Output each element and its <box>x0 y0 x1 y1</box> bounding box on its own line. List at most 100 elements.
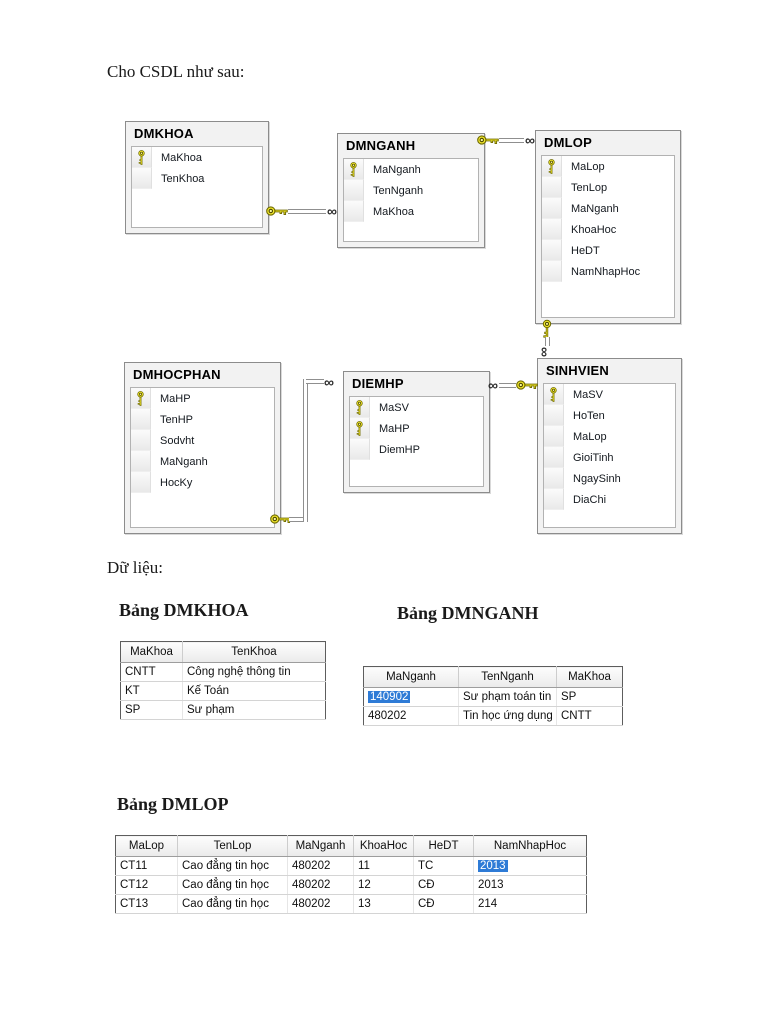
grid-cell[interactable]: CĐ <box>413 875 474 895</box>
er-field-row[interactable]: MaLop <box>542 156 674 177</box>
grid-cell[interactable]: CĐ <box>413 894 474 914</box>
relationship-line <box>499 137 525 143</box>
column-header[interactable]: HeDT <box>413 835 474 857</box>
er-field-row[interactable]: HocKy <box>131 472 274 493</box>
grid-cell[interactable]: KT <box>120 681 183 701</box>
grid-cell[interactable]: Cao đẳng tin học <box>177 875 288 895</box>
relationship-sinhvien-diemhp[interactable]: ∞ <box>487 376 538 394</box>
er-field-row[interactable]: MaKhoa <box>132 147 262 168</box>
er-field-row[interactable]: DiemHP <box>350 439 483 460</box>
grid-cell[interactable]: SP <box>120 700 183 720</box>
grid-title-dmnganh: Bảng DMNGANH <box>397 603 539 623</box>
row-header-cell <box>544 447 564 468</box>
column-header[interactable]: MaKhoa <box>120 641 183 663</box>
row-header-cell <box>350 439 370 460</box>
er-field-row[interactable]: MaLop <box>544 426 675 447</box>
er-field-label: MaNganh <box>373 163 421 176</box>
er-field-row[interactable]: HoTen <box>544 405 675 426</box>
grid-cell[interactable]: 2013 <box>473 856 587 876</box>
column-header[interactable]: NamNhapHoc <box>473 835 587 857</box>
grid-cell[interactable]: Tin học ứng dụng <box>458 706 557 726</box>
relationship-dmkhoa-dmnganh[interactable]: ∞ <box>266 202 338 220</box>
infinity-many-end-icon: ∞ <box>536 347 553 357</box>
er-table-dmhocphan[interactable]: DMHOCPHAN MaHP TenHP Sodvht MaNganh HocK… <box>124 362 281 534</box>
column-header[interactable]: TenLop <box>177 835 288 857</box>
er-field-row[interactable]: DiaChi <box>544 489 675 510</box>
er-field-row[interactable]: TenLop <box>542 177 674 198</box>
er-field-row[interactable]: MaNganh <box>542 198 674 219</box>
grid-cell[interactable]: 480202 <box>287 856 354 876</box>
er-table-diemhp[interactable]: DIEMHP MaSV MaHP DiemHP <box>343 371 490 493</box>
er-field-row[interactable]: TenKhoa <box>132 168 262 189</box>
grid-cell[interactable]: 12 <box>353 875 414 895</box>
grid-cell[interactable]: Kế Toán <box>182 681 326 701</box>
relationship-dmnganh-dmlop[interactable]: ∞ <box>477 131 536 149</box>
key-one-end-icon <box>516 380 538 390</box>
grid-cell[interactable]: CNTT <box>120 662 183 682</box>
table-row: CT12 Cao đẳng tin học 480202 12 CĐ 2013 <box>115 875 587 895</box>
column-header[interactable]: MaNganh <box>363 666 459 688</box>
grid-cell[interactable]: 11 <box>353 856 414 876</box>
er-field-row[interactable]: KhoaHoc <box>542 219 674 240</box>
er-field-label: MaKhoa <box>373 205 414 218</box>
grid-cell[interactable]: CT11 <box>115 856 178 876</box>
grid-cell[interactable]: 480202 <box>287 894 354 914</box>
column-header[interactable]: TenKhoa <box>182 641 326 663</box>
grid-cell[interactable]: CNTT <box>556 706 623 726</box>
grid-cell[interactable]: Công nghệ thông tin <box>182 662 326 682</box>
er-field-row[interactable]: GioiTinh <box>544 447 675 468</box>
primary-key-icon <box>137 391 144 406</box>
selected-cell-value[interactable]: 2013 <box>478 860 508 872</box>
er-field-row[interactable]: MaHP <box>350 418 483 439</box>
er-field-row[interactable]: HeDT <box>542 240 674 261</box>
er-field-row[interactable]: Sodvht <box>131 430 274 451</box>
grid-cell[interactable]: 13 <box>353 894 414 914</box>
column-header[interactable]: MaLop <box>115 835 178 857</box>
grid-cell[interactable]: Cao đẳng tin học <box>177 856 288 876</box>
data-grid-dmlop: MaLop TenLop MaNganh KhoaHoc HeDT NamNha… <box>115 835 587 914</box>
grid-cell[interactable]: SP <box>556 687 623 707</box>
key-one-end-icon <box>266 206 288 216</box>
er-field-row[interactable]: MaHP <box>131 388 274 409</box>
er-field-label: TenNganh <box>373 184 424 197</box>
er-field-row[interactable]: MaNganh <box>131 451 274 472</box>
grid-cell[interactable]: 140902 <box>363 687 459 707</box>
column-header[interactable]: MaNganh <box>287 835 354 857</box>
er-field-row[interactable]: MaSV <box>544 384 675 405</box>
er-field-row[interactable]: TenHP <box>131 409 274 430</box>
row-header-cell <box>350 397 370 418</box>
er-field-row[interactable]: NamNhapHoc <box>542 261 674 282</box>
relationship-dmlop-sinhvien[interactable]: ∞ <box>536 321 557 359</box>
er-table-dmnganh[interactable]: DMNGANH MaNganh TenNganh MaKhoa <box>337 133 485 248</box>
grid-cell[interactable]: 480202 <box>363 706 459 726</box>
table-row: 140902 Sư phạm toán tin SP <box>363 687 623 707</box>
er-table-dmkhoa[interactable]: DMKHOA MaKhoa TenKhoa <box>125 121 269 234</box>
column-header[interactable]: KhoaHoc <box>353 835 414 857</box>
er-field-row[interactable]: MaKhoa <box>344 201 478 222</box>
grid-cell[interactable]: Sư phạm <box>182 700 326 720</box>
column-header[interactable]: MaKhoa <box>556 666 623 688</box>
er-field-list: MaNganh TenNganh MaKhoa <box>343 158 479 242</box>
row-header-cell <box>344 180 364 201</box>
grid-cell[interactable]: 214 <box>473 894 587 914</box>
er-field-row[interactable]: MaNganh <box>344 159 478 180</box>
grid-cell[interactable]: 2013 <box>473 875 587 895</box>
grid-cell[interactable]: TC <box>413 856 474 876</box>
grid-cell[interactable]: CT13 <box>115 894 178 914</box>
er-field-row[interactable]: MaSV <box>350 397 483 418</box>
grid-cell[interactable]: Sư phạm toán tin <box>458 687 557 707</box>
selected-cell-value[interactable]: 140902 <box>368 691 411 703</box>
grid-cell[interactable]: CT12 <box>115 875 178 895</box>
primary-key-icon <box>356 421 363 436</box>
row-header-cell <box>344 159 364 180</box>
er-field-row[interactable]: NgaySinh <box>544 468 675 489</box>
grid-cell[interactable]: 480202 <box>287 875 354 895</box>
grid-cell[interactable]: Cao đẳng tin học <box>177 894 288 914</box>
er-field-row[interactable]: TenNganh <box>344 180 478 201</box>
er-field-label: MaSV <box>573 388 603 401</box>
er-table-dmlop[interactable]: DMLOP MaLop TenLop MaNganh KhoaHoc HeDT … <box>535 130 681 324</box>
er-table-sinhvien[interactable]: SINHVIEN MaSV HoTen MaLop GioiTinh NgayS… <box>537 358 682 534</box>
primary-key-icon <box>548 159 555 174</box>
column-header[interactable]: TenNganh <box>458 666 557 688</box>
